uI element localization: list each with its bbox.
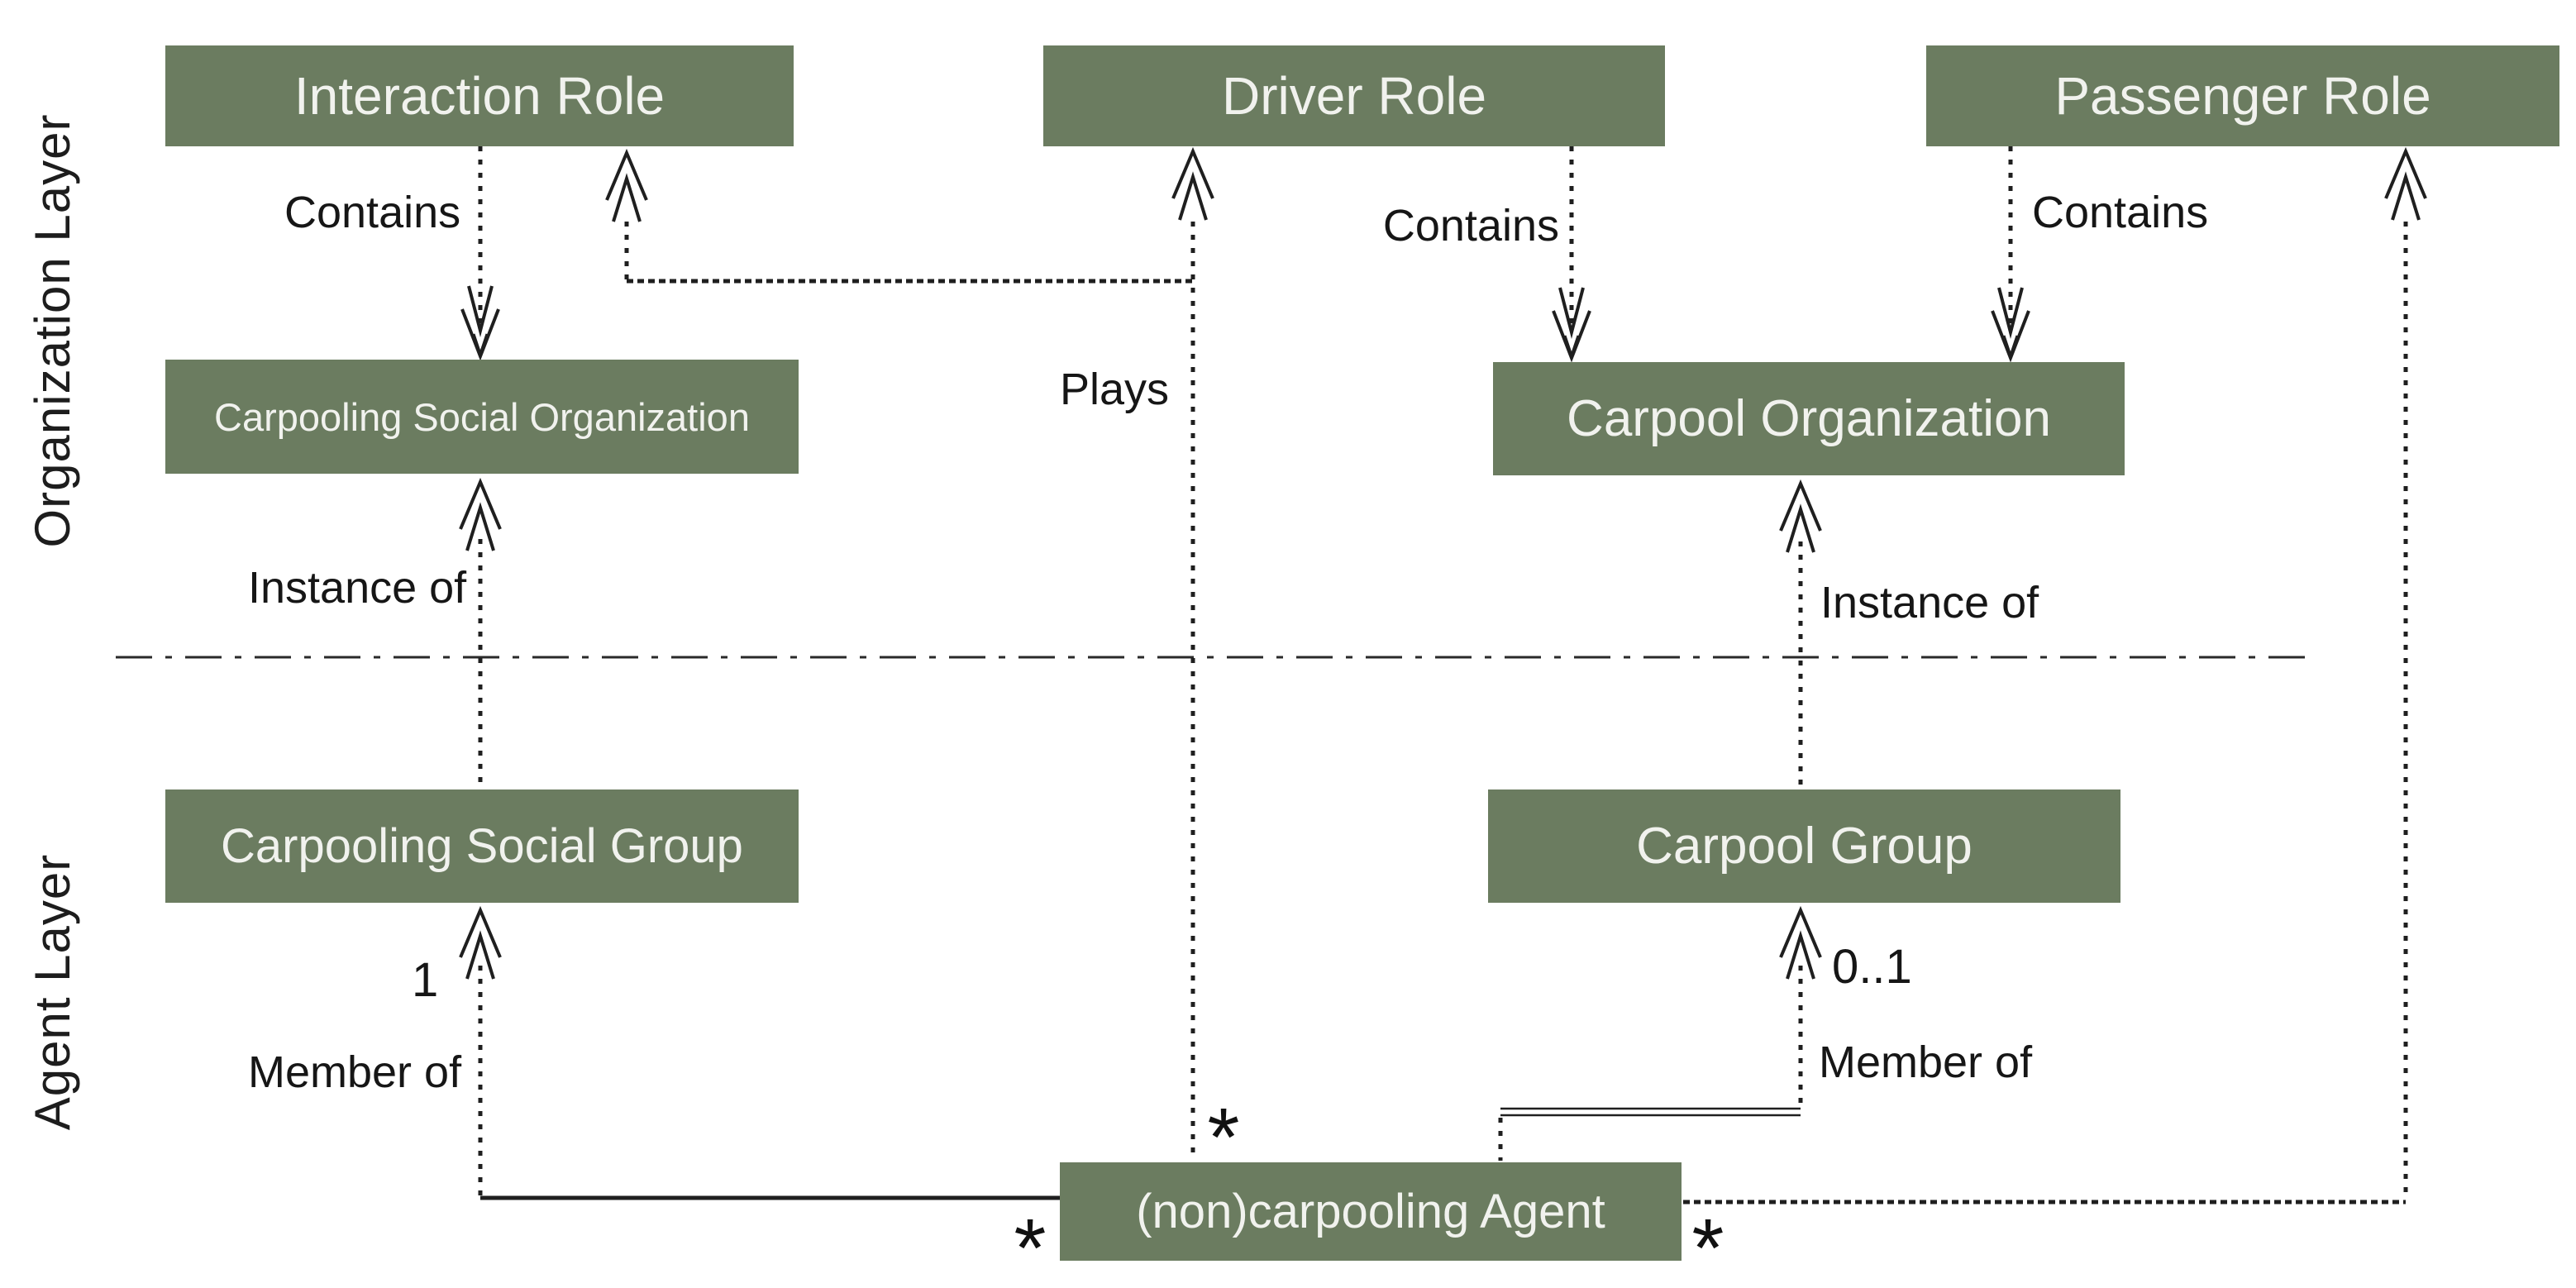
- arrowhead-up-icon: [1171, 150, 1214, 222]
- edge-driver-to-interaction: [605, 151, 1193, 284]
- node-passenger-role: Passenger Role: [1926, 45, 2559, 146]
- instance-of-right-label: Instance of: [1820, 578, 2039, 627]
- edge-contains-right: [1991, 146, 2030, 360]
- node-noncarpooling-agent: (non)carpooling Agent: [1060, 1162, 1682, 1261]
- plays-label: Plays: [1059, 365, 1169, 414]
- member-of-left-label: Member of: [248, 1047, 462, 1097]
- node-carpool-organization: Carpool Organization: [1493, 362, 2125, 475]
- edge-contains-left: [460, 146, 500, 358]
- agent-layer-label: Agent Layer: [25, 853, 80, 1131]
- contains-right-label: Contains: [2032, 188, 2209, 237]
- node-carpool-group: Carpool Group: [1488, 789, 2120, 903]
- multiplicity-star-right: *: [1691, 1202, 1724, 1288]
- contains-left-label: Contains: [284, 188, 461, 237]
- edge-instance-of-left: [459, 480, 502, 788]
- node-driver-role: Driver Role: [1043, 45, 1665, 146]
- node-carpooling-social-group: Carpooling Social Group: [165, 789, 799, 903]
- multiplicity-zero-one: 0..1: [1832, 940, 1912, 994]
- multiplicity-star-left: *: [1014, 1202, 1047, 1288]
- edge-contains-middle: [1552, 146, 1591, 360]
- node-carpooling-social-organization: Carpooling Social Organization: [165, 360, 799, 474]
- edge-plays-passenger: [1683, 150, 2427, 1205]
- multiplicity-one: 1: [412, 953, 439, 1007]
- edge-plays: [1171, 150, 1214, 1161]
- node-interaction-role: Interaction Role: [165, 45, 794, 146]
- arrowhead-up-icon: [2384, 150, 2427, 222]
- multiplicity-star-plays: *: [1207, 1091, 1240, 1184]
- instance-of-left-label: Instance of: [248, 563, 467, 613]
- contains-middle-label: Contains: [1382, 201, 1559, 250]
- edge-instance-of-right: [1779, 482, 1822, 788]
- member-of-right-label: Member of: [1819, 1038, 2033, 1087]
- edge-member-of-left: [459, 909, 1060, 1200]
- arrowhead-up-icon: [605, 151, 648, 223]
- organization-layer-label: Organization Layer: [25, 113, 80, 548]
- edge-member-of-right: [1498, 909, 1822, 1161]
